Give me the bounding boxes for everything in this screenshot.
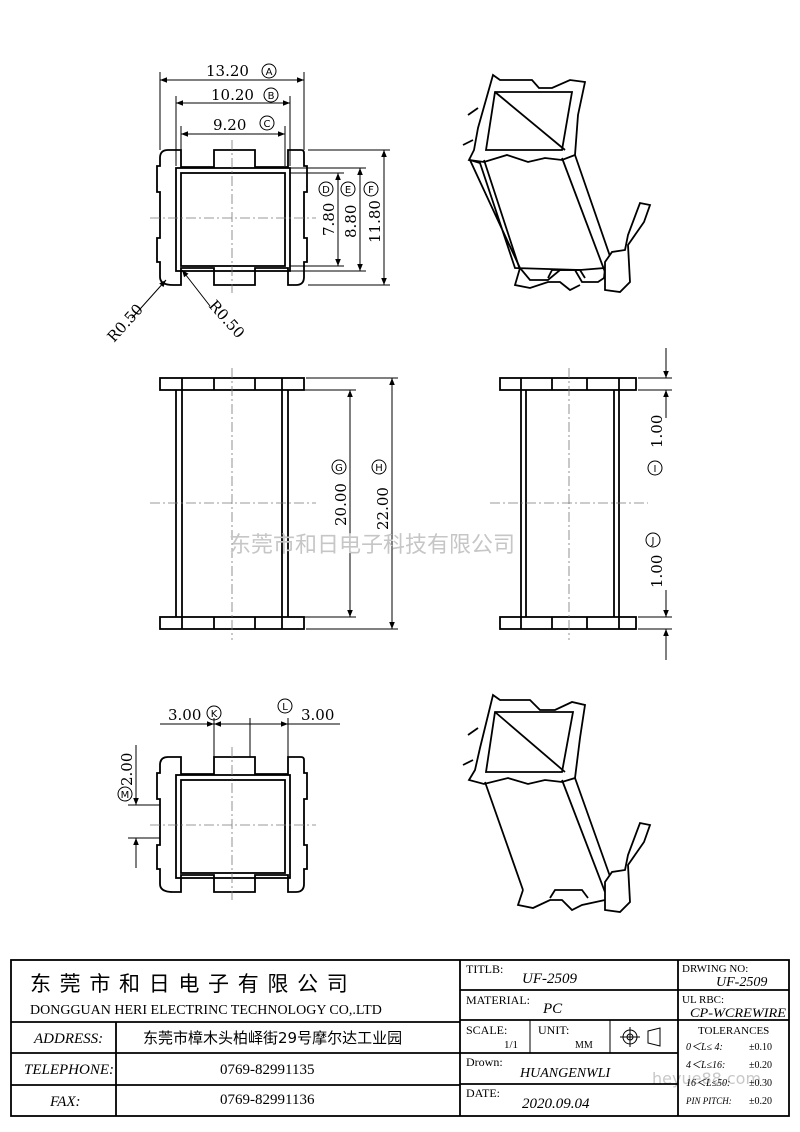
front-view: 20.00 G 22.00 H bbox=[150, 368, 398, 640]
unit-value: MM bbox=[575, 1040, 593, 1051]
side-view: 1.00 I 1.00 J bbox=[490, 348, 672, 660]
dim-e-value: 8.80 bbox=[342, 205, 360, 238]
dim-d-mark: D bbox=[322, 185, 330, 196]
scale-value: 1/1 bbox=[504, 1039, 518, 1051]
bottom-view: 3.00 K 3.00 L 2.00 M bbox=[117, 698, 340, 900]
bottom-view-window bbox=[180, 779, 286, 874]
title-value: UF-2509 bbox=[522, 971, 577, 987]
dim-i-value: 1.00 bbox=[648, 415, 666, 448]
tol-range-1: 0＜L≤ 4: bbox=[686, 1042, 723, 1053]
ul-label: UL RBC: bbox=[682, 994, 724, 1006]
ul-value: CP-WCREWIRE bbox=[690, 1005, 786, 1020]
dim-e-mark: E bbox=[345, 185, 351, 196]
isometric-view-bottom bbox=[462, 693, 652, 913]
watermark-text: 东莞市和日电子科技有限公司 bbox=[229, 533, 515, 558]
fax-value: 0769-82991136 bbox=[220, 1092, 315, 1108]
address-value: 东莞市樟木头柏峄街29号摩尔达工业园 bbox=[143, 1029, 402, 1047]
dim-i-mark: I bbox=[654, 464, 657, 475]
dim-c-mark: C bbox=[264, 119, 271, 130]
dim-l-value: 3.00 bbox=[301, 706, 334, 724]
dim-r2-value: R0.50 bbox=[205, 297, 248, 342]
tol-value-4: ±0.20 bbox=[749, 1096, 772, 1107]
telephone-value: 0769-82991135 bbox=[220, 1062, 314, 1078]
dim-h-value: 22.00 bbox=[374, 487, 392, 530]
dim-f-mark: F bbox=[368, 185, 374, 196]
dim-f-value: 11.80 bbox=[366, 200, 384, 243]
dim-g-value: 20.00 bbox=[332, 483, 350, 526]
material-value: PC bbox=[542, 1001, 563, 1017]
scale-label: SCALE: bbox=[466, 1023, 507, 1037]
tol-range-4: PIN PITCH: bbox=[685, 1096, 732, 1106]
bottom-view-flange-inner bbox=[175, 774, 291, 879]
top-view-outline bbox=[156, 149, 308, 286]
unit-label: UNIT: bbox=[538, 1023, 569, 1037]
tol-value-2: ±0.20 bbox=[749, 1060, 772, 1071]
tol-range-2: 4＜L≤16: bbox=[686, 1060, 725, 1071]
dim-b-value: 10.20 bbox=[211, 86, 254, 104]
top-view: 13.20 A 10.20 B 9.20 C 7.80 D 8.80 E bbox=[104, 62, 390, 346]
dim-l-mark: L bbox=[282, 702, 288, 713]
title-block: 东 莞 市 和 日 电 子 有 限 公 司 DONGGUAN HERI ELEC… bbox=[10, 959, 790, 1117]
dim-m-mark: M bbox=[121, 790, 130, 801]
tol-value-3: ±0.30 bbox=[749, 1078, 772, 1089]
dim-r1-value: R0.50 bbox=[104, 300, 147, 345]
isometric-view-top bbox=[462, 73, 652, 293]
telephone-label: TELEPHONE: bbox=[24, 1062, 114, 1078]
material-label: MATERIAL: bbox=[466, 993, 530, 1007]
dim-d-value: 7.80 bbox=[320, 203, 338, 236]
projection-symbol-icon bbox=[620, 1027, 661, 1047]
company-name-en: DONGGUAN HERI ELECTRINC TECHNOLOGY CO,.L… bbox=[30, 1003, 382, 1018]
bottom-view-outline bbox=[156, 756, 308, 893]
drawing-no-label: DRWING NO: bbox=[682, 963, 748, 975]
fax-label: FAX: bbox=[49, 1094, 81, 1110]
dim-j-mark: J bbox=[651, 536, 655, 547]
dim-k-mark: K bbox=[211, 709, 218, 720]
title-label: TITLB: bbox=[466, 962, 503, 976]
tol-value-1: ±0.10 bbox=[749, 1042, 772, 1053]
dim-a-mark: A bbox=[266, 67, 273, 78]
company-name-cn: 东 莞 市 和 日 电 子 有 限 公 司 bbox=[30, 972, 349, 996]
dim-a-value: 13.20 bbox=[206, 62, 249, 80]
dim-j-value: 1.00 bbox=[648, 555, 666, 588]
date-value: 2020.09.04 bbox=[522, 1096, 590, 1112]
drawn-value: HUANGENWLI bbox=[519, 1066, 612, 1081]
top-view-window bbox=[180, 172, 286, 267]
side-view-bottom-flange bbox=[499, 616, 637, 630]
drawn-label: Drown: bbox=[466, 1055, 503, 1069]
dim-b-mark: B bbox=[268, 91, 275, 102]
drawing-no-value: UF-2509 bbox=[716, 975, 767, 990]
address-label: ADDRESS: bbox=[33, 1031, 103, 1047]
dim-c-value: 9.20 bbox=[213, 116, 246, 134]
date-label: DATE: bbox=[466, 1086, 500, 1100]
tolerances-label: TOLERANCES bbox=[698, 1025, 769, 1037]
dim-g-mark: G bbox=[335, 463, 343, 474]
top-view-flange-inner bbox=[175, 167, 291, 272]
side-view-top-flange bbox=[499, 377, 637, 391]
dim-k-value: 3.00 bbox=[168, 706, 201, 724]
dim-h-mark: H bbox=[375, 463, 383, 474]
dim-m-value: 2.00 bbox=[118, 753, 136, 786]
tol-range-3: 16＜L≤50: bbox=[686, 1078, 730, 1089]
watermark-url: heyue88.com bbox=[652, 1069, 761, 1088]
